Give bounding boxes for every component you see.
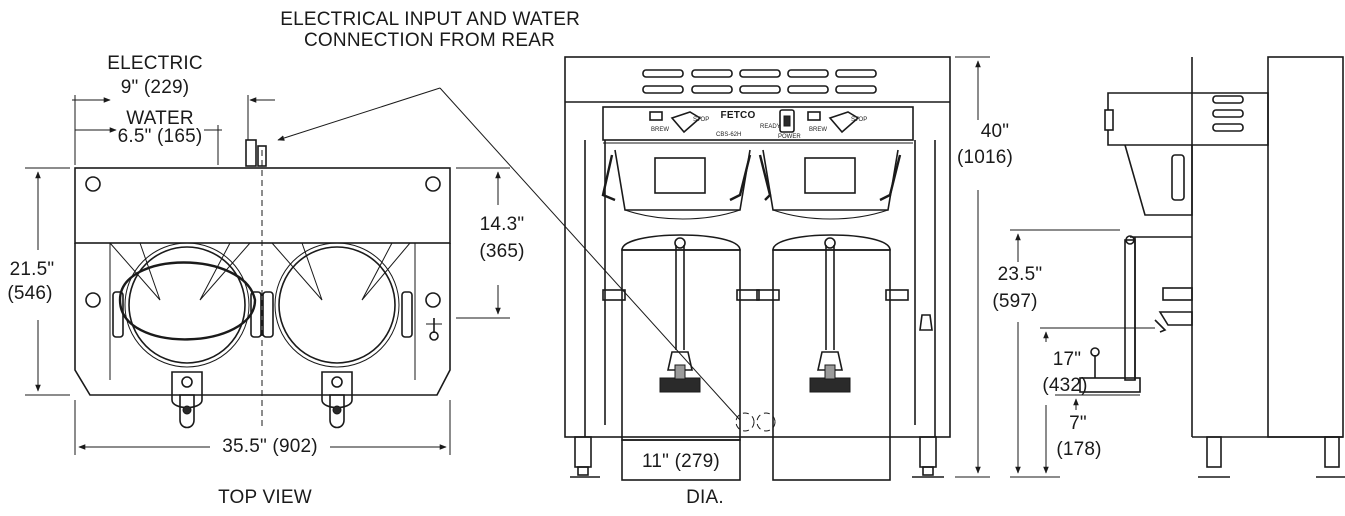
side-height-inches: 23.5" — [997, 264, 1043, 285]
faucet-height-mm: (432) — [1042, 375, 1088, 396]
front-view-drawing — [564, 56, 990, 481]
faucet-height-inches: 17" — [1052, 349, 1082, 370]
electric-dimension: 9" (229) — [120, 77, 190, 98]
width-dimension: 35.5" (902) — [222, 436, 318, 457]
brand-logo: FETCO — [720, 110, 756, 121]
water-dimension: 6.5" (165) — [117, 126, 203, 147]
housing-dimension-inches: 14.3" — [479, 214, 525, 235]
depth-dimension-inches: 21.5" — [9, 259, 55, 280]
overall-height-inches: 40" — [980, 121, 1010, 142]
rear-connection-line1: ELECTRICAL INPUT AND WATER — [280, 9, 580, 30]
tray-height-inches: 7" — [1069, 413, 1087, 434]
top-view-caption: TOP VIEW — [218, 487, 312, 508]
electric-label: ELECTRIC — [107, 53, 203, 74]
depth-dimension-mm: (546) — [7, 283, 53, 304]
side-view-drawing — [1010, 56, 1345, 478]
overall-height-mm: (1016) — [956, 147, 1014, 168]
diameter-dimension: 11" (279) — [642, 451, 720, 472]
water-label: WATER — [126, 108, 194, 129]
side-height-mm: (597) — [992, 291, 1038, 312]
rear-connection-line2: CONNECTION FROM REAR — [304, 30, 555, 51]
diameter-label: DIA. — [686, 487, 724, 508]
top-view-drawing — [25, 95, 510, 455]
top-vents — [642, 69, 877, 94]
housing-dimension-mm: (365) — [479, 241, 525, 262]
tray-height-mm: (178) — [1056, 439, 1102, 460]
